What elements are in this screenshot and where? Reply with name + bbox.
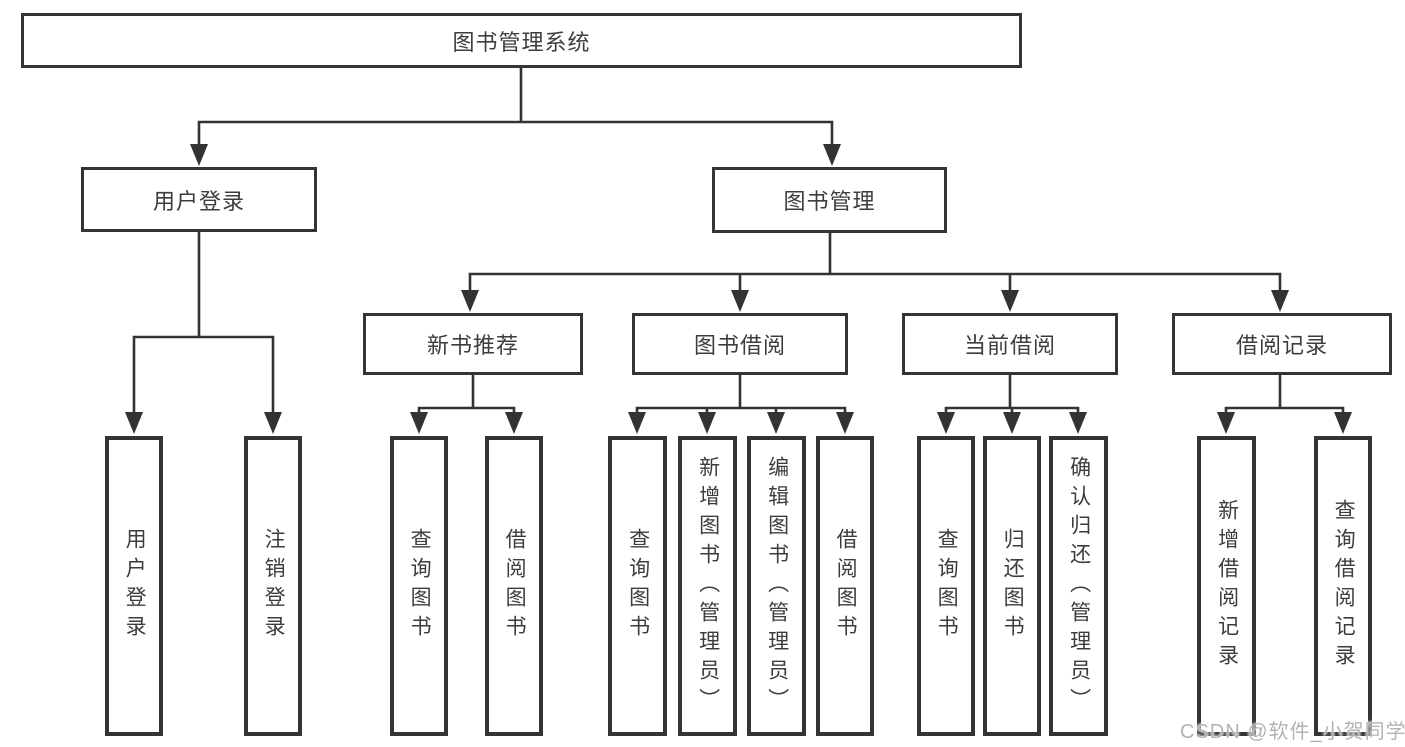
leaf-add-books-admin-label: 新增图书（管理员） <box>696 455 720 717</box>
node-book-management: 图书管理 <box>712 167 947 233</box>
leaf-return-books: 归还图书 <box>983 436 1041 736</box>
leaf-query-books-2-label: 查询图书 <box>626 528 650 644</box>
connector-bookborrow-to-leaves <box>635 373 847 417</box>
leaf-edit-books-admin: 编辑图书（管理员） <box>747 436 806 736</box>
arrowheads <box>125 144 1352 434</box>
node-user-login-label: 用户登录 <box>152 188 245 214</box>
leaf-borrow-books-1: 借阅图书 <box>485 436 543 736</box>
node-book-borrow-label: 图书借阅 <box>693 333 786 358</box>
leaf-user-login-label: 用户登录 <box>123 528 147 644</box>
connector-userlogin-to-leaves <box>132 230 275 417</box>
leaf-query-books-3-label: 查询图书 <box>935 528 959 644</box>
leaf-user-login: 用户登录 <box>105 436 163 736</box>
node-book-borrow: 图书借阅 <box>632 313 848 375</box>
connector-newbooks-to-leaves <box>417 373 516 417</box>
leaf-add-borrow-record-label: 新增借阅记录 <box>1215 499 1239 673</box>
leaf-borrow-books-2-label: 借阅图书 <box>834 528 858 644</box>
leaf-borrow-books-2: 借阅图书 <box>816 436 874 736</box>
leaf-borrow-books-1-label: 借阅图书 <box>503 528 527 644</box>
connector-currentborrow-to-leaves <box>944 373 1080 417</box>
node-current-borrow: 当前借阅 <box>902 313 1118 375</box>
node-borrow-records: 借阅记录 <box>1172 313 1392 375</box>
leaf-query-books-1-label: 查询图书 <box>408 528 432 644</box>
leaf-return-books-label: 归还图书 <box>1001 528 1025 644</box>
leaf-add-borrow-record: 新增借阅记录 <box>1197 436 1256 736</box>
leaf-confirm-return-admin: 确认归还（管理员） <box>1049 436 1108 736</box>
leaf-query-borrow-record-label: 查询借阅记录 <box>1332 499 1356 673</box>
node-new-book-recommend-label: 新书推荐 <box>426 333 519 358</box>
node-root-system: 图书管理系统 <box>21 13 1022 68</box>
leaf-query-books-1: 查询图书 <box>390 436 448 736</box>
leaf-logout: 注销登录 <box>244 436 302 736</box>
node-new-book-recommend: 新书推荐 <box>363 313 583 375</box>
leaf-logout-label: 注销登录 <box>262 528 286 644</box>
connector-borrowrecords-to-leaves <box>1224 373 1345 417</box>
csdn-watermark: CSDN @软件_小贺同学 <box>1180 721 1405 743</box>
node-root-label: 图书管理系统 <box>452 29 591 55</box>
leaf-query-books-2: 查询图书 <box>608 436 667 736</box>
node-user-login: 用户登录 <box>81 167 317 232</box>
connector-root-to-level2 <box>197 66 834 149</box>
node-current-borrow-label: 当前借阅 <box>963 333 1056 358</box>
leaf-add-books-admin: 新增图书（管理员） <box>678 436 737 736</box>
leaf-query-books-3: 查询图书 <box>917 436 975 736</box>
leaf-query-borrow-record: 查询借阅记录 <box>1314 436 1372 736</box>
node-borrow-records-label: 借阅记录 <box>1235 333 1328 358</box>
connector-bookmgmt-to-level3 <box>468 231 1282 295</box>
node-book-management-label: 图书管理 <box>783 189 876 214</box>
leaf-edit-books-admin-label: 编辑图书（管理员） <box>765 455 789 717</box>
leaf-confirm-return-admin-label: 确认归还（管理员） <box>1067 455 1091 717</box>
